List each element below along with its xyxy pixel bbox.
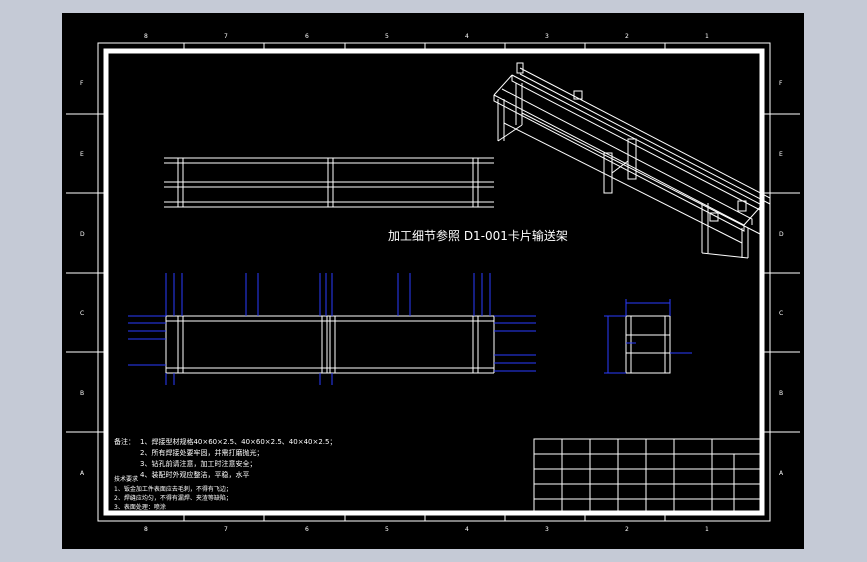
isometric-view <box>493 62 771 259</box>
notes-block: 备注： 1、焊接型材规格40×60×2.5、40×60×2.5、40×40×2.… <box>114 437 337 479</box>
zone-number: 4 <box>465 526 469 533</box>
zone-number: 4 <box>465 33 469 40</box>
zone-labels-top: 8 7 6 5 4 3 2 1 <box>144 33 709 40</box>
zone-letter: E <box>779 151 783 158</box>
zone-ticks <box>66 43 800 521</box>
zone-letter: F <box>80 80 84 87</box>
zone-number: 5 <box>385 526 389 533</box>
tech-line: 1、钣金加工件表面应去毛刺，不得有飞边； <box>114 485 232 493</box>
front-view <box>165 315 495 374</box>
notes-line: 2、所有焊接处要牢固，并需打磨抛光； <box>140 448 263 457</box>
zone-labels-left: F E D C B A <box>80 80 85 477</box>
zone-number: 8 <box>144 526 148 533</box>
zone-number: 6 <box>305 526 309 533</box>
notes-line: 4、装配时外观应整洁，平稳，水平 <box>140 470 249 479</box>
zone-number: 6 <box>305 33 309 40</box>
zone-letter: B <box>779 390 783 397</box>
side-view <box>625 315 671 374</box>
dimension-annotations <box>128 273 692 385</box>
zone-number: 3 <box>545 33 549 40</box>
zone-number: 7 <box>224 33 228 40</box>
zone-letter: B <box>80 390 84 397</box>
zone-letter: A <box>779 470 784 477</box>
title-block <box>533 438 763 514</box>
zone-labels-right: F E D C B A <box>779 80 784 477</box>
notes-line: 3、钻孔前请注意，加工时注意安全； <box>140 459 256 468</box>
drawing-caption: 加工细节参照 D1-001卡片输送架 <box>388 228 568 243</box>
zone-letter: D <box>80 231 85 238</box>
tech-line: 3、表面处理：喷涂 <box>114 503 166 511</box>
notes-heading: 备注： <box>114 437 135 446</box>
tech-requirements-block: 技术要求 1、钣金加工件表面应去毛刺，不得有飞边； 2、焊缝应均匀，不得有漏焊、… <box>114 475 232 511</box>
sheet-inner-border <box>103 48 765 516</box>
drawing-sheet: 8 7 6 5 4 3 2 1 8 7 6 5 4 3 2 1 <box>62 13 804 549</box>
zone-letter: E <box>80 151 84 158</box>
tech-heading: 技术要求 <box>114 475 138 483</box>
zone-number: 3 <box>545 526 549 533</box>
zone-number: 8 <box>144 33 148 40</box>
zone-number: 2 <box>625 526 629 533</box>
tech-line: 2、焊缝应均匀，不得有漏焊、夹渣等缺陷； <box>114 494 232 502</box>
engineering-drawing: 8 7 6 5 4 3 2 1 8 7 6 5 4 3 2 1 <box>66 33 800 533</box>
sheet-outer-border <box>97 42 771 522</box>
zone-number: 1 <box>705 526 709 533</box>
zone-letter: A <box>80 470 85 477</box>
zone-number: 7 <box>224 526 228 533</box>
top-view <box>164 157 494 208</box>
zone-number: 5 <box>385 33 389 40</box>
notes-line: 1、焊接型材规格40×60×2.5、40×60×2.5、40×40×2.5； <box>140 437 337 446</box>
zone-letter: C <box>80 310 84 317</box>
zone-number: 2 <box>625 33 629 40</box>
zone-labels-bottom: 8 7 6 5 4 3 2 1 <box>144 526 709 533</box>
zone-letter: D <box>779 231 784 238</box>
zone-letter: C <box>779 310 783 317</box>
zone-letter: F <box>779 80 783 87</box>
zone-number: 1 <box>705 33 709 40</box>
